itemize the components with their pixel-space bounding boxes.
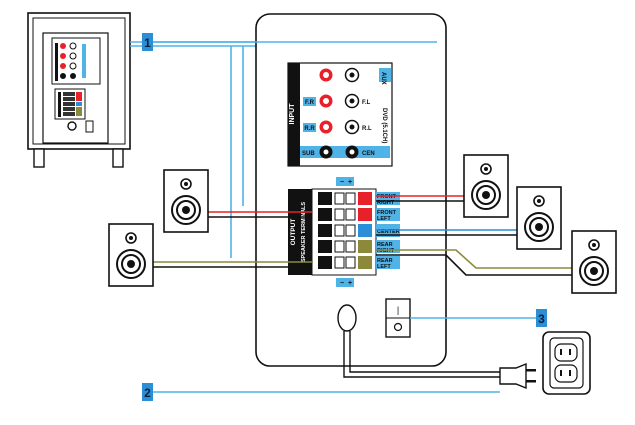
terminal-positive-clip xyxy=(358,192,372,205)
dvd-label: DVD (5.1CH) xyxy=(381,108,387,143)
output-plus-top: + xyxy=(348,179,352,186)
callout-1: 1 xyxy=(142,33,153,51)
terminal-label-background xyxy=(376,256,400,269)
callout-3-label: 3 xyxy=(538,312,545,326)
power-switch[interactable]: | xyxy=(385,298,411,338)
output-plus-bottom: + xyxy=(348,280,352,287)
terminal-socket xyxy=(334,208,345,221)
terminal-socket xyxy=(345,240,356,253)
speaker-wires xyxy=(153,195,572,276)
terminal-socket xyxy=(334,224,345,237)
output-panel-subtitle: SPEAKER TERMINALS xyxy=(301,202,307,263)
jack-label-cen: CEN xyxy=(362,151,375,157)
terminal-socket xyxy=(345,208,356,221)
terminal-label-background xyxy=(376,208,400,221)
terminal-label: REAR xyxy=(377,258,393,264)
output-minus-bottom: − xyxy=(340,280,344,287)
callout-2: 2 xyxy=(142,383,153,401)
terminal-socket xyxy=(334,192,345,205)
output-minus-top: − xyxy=(340,179,344,186)
subwoofer-unit xyxy=(27,12,131,168)
jack-label-rr: R.R xyxy=(304,126,315,132)
power-plug xyxy=(499,362,536,390)
power-switch-on-mark: | xyxy=(397,305,399,315)
terminal-socket xyxy=(345,192,356,205)
callout-1-label: 1 xyxy=(144,36,151,50)
speaker-rear-right xyxy=(571,230,617,294)
terminal-positive-clip xyxy=(358,208,372,221)
terminal-label-line2: LEFT xyxy=(377,264,391,270)
speaker-rear-left xyxy=(108,223,154,287)
jack-label-fr: F.R xyxy=(305,100,315,106)
terminal-socket xyxy=(334,240,345,253)
subwoofer-mini-input-jacks xyxy=(55,42,86,81)
speaker-front-left xyxy=(163,169,209,233)
terminal-positive-clip xyxy=(358,256,372,269)
terminal-label: CENTER xyxy=(377,229,400,235)
terminal-label-line2: LEFT xyxy=(377,216,391,222)
callout-2-label: 2 xyxy=(144,386,151,400)
speaker-front-right xyxy=(463,154,509,218)
subwoofer-mini-speaker-terminals xyxy=(58,92,82,117)
output-panel-title: OUTPUT xyxy=(290,219,297,246)
jack-label-fl: F.L xyxy=(362,100,371,106)
wall-outlet xyxy=(542,331,591,395)
power-cord xyxy=(337,304,500,378)
aux-jack-row xyxy=(319,67,360,83)
terminal-negative-clip xyxy=(318,208,332,221)
jack-label-rl: R.L xyxy=(362,126,372,132)
terminal-label: REAR xyxy=(377,242,393,248)
terminal-negative-clip xyxy=(318,192,332,205)
jack-row-sub-center: SUB CEN xyxy=(300,145,390,159)
terminal-label: FRONT xyxy=(377,194,397,200)
terminal-label-line2: RIGHT xyxy=(377,248,395,254)
speaker-terminal-row: CENTER xyxy=(318,224,400,237)
terminal-label: FRONT xyxy=(377,210,397,216)
terminal-label-line2: RIGHT xyxy=(377,200,395,206)
input-panel-title: INPUT xyxy=(289,103,296,125)
terminal-negative-clip xyxy=(318,240,332,253)
terminal-socket xyxy=(334,256,345,269)
callout-3: 3 xyxy=(536,309,547,327)
aux-label: AUX xyxy=(380,72,386,85)
terminal-negative-clip xyxy=(318,224,332,237)
terminal-positive-clip xyxy=(358,224,372,237)
input-panel: INPUT AUX DVD (5.1CH) F.R F.L R.R R.L SU… xyxy=(287,62,393,167)
terminal-socket xyxy=(345,256,356,269)
callout-lines xyxy=(153,41,536,393)
output-panel: − + OUTPUT SPEAKER TERMINALS − + FRONTRI… xyxy=(288,177,400,287)
jack-label-sub: SUB xyxy=(302,151,315,157)
terminal-socket xyxy=(345,224,356,237)
speaker-center xyxy=(516,186,562,250)
terminal-negative-clip xyxy=(318,256,332,269)
terminal-positive-clip xyxy=(358,240,372,253)
jack-row-front: F.R F.L xyxy=(303,93,371,109)
jack-row-rear: R.R R.L xyxy=(303,119,372,135)
